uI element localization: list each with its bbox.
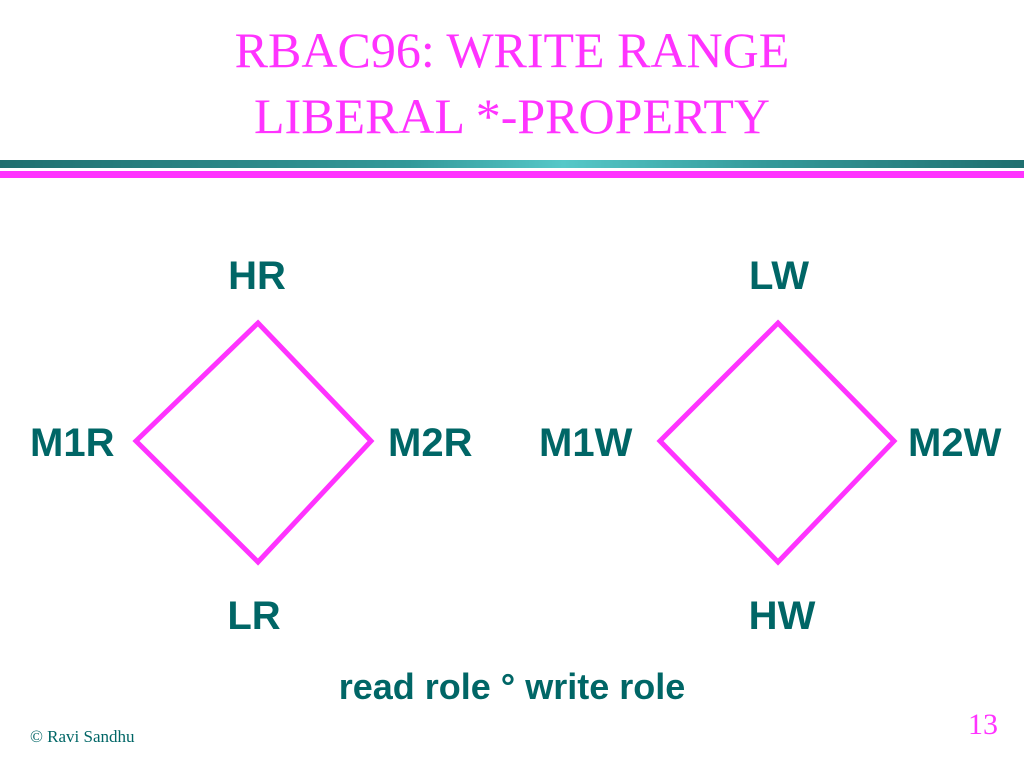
page-number: 13 — [968, 708, 998, 741]
title-divider-magenta — [0, 171, 1024, 178]
read-bottom-label: LR — [227, 594, 281, 638]
write-top-label: LW — [749, 254, 809, 298]
slide-title-line-2: LIBERAL *-PROPERTY — [254, 88, 770, 144]
title-divider-teal — [0, 160, 1024, 168]
write-right-label: M2W — [908, 421, 1002, 465]
copyright-notice: © Ravi Sandhu — [30, 727, 135, 746]
read-top-label: HR — [228, 254, 286, 298]
read-right-label: M2R — [388, 421, 473, 465]
slide-title-line-1: RBAC96: WRITE RANGE — [234, 22, 790, 78]
write-bottom-label: HW — [748, 594, 816, 638]
write-left-label: M1W — [539, 421, 633, 465]
diagram-caption: read role ° write role — [338, 666, 686, 707]
write-lattice-edges — [656, 319, 898, 566]
read-left-label: M1R — [30, 421, 115, 465]
read-lattice-edges — [132, 319, 375, 566]
